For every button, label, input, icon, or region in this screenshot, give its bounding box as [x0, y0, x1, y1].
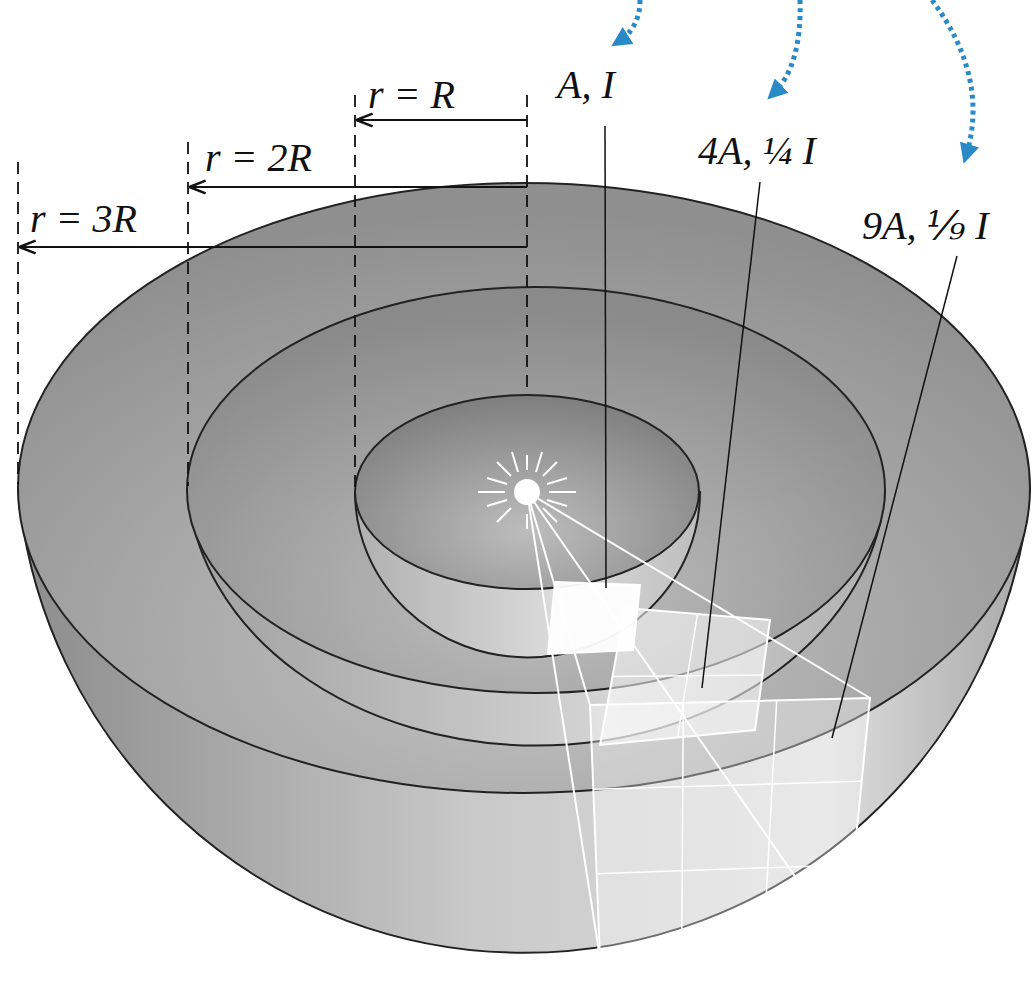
- area-patch: [548, 582, 640, 654]
- label-text: 9A, ⅑ I: [862, 203, 989, 249]
- light-source: [514, 479, 540, 505]
- outer-rim: [18, 183, 1030, 793]
- light-cone: [527, 492, 870, 958]
- inner-rim: [355, 395, 699, 589]
- light-rays: [478, 452, 576, 529]
- dashed-guide: [18, 95, 527, 488]
- label-text: r = 2R: [205, 135, 312, 181]
- label-text: r = R: [368, 72, 455, 118]
- radius-arrow: [21, 120, 527, 247]
- label-text: r = 3R: [30, 196, 137, 242]
- label-text: 4A, ¼ I: [698, 128, 816, 174]
- middle-rim: [187, 287, 885, 693]
- label-text: A, I: [557, 62, 615, 108]
